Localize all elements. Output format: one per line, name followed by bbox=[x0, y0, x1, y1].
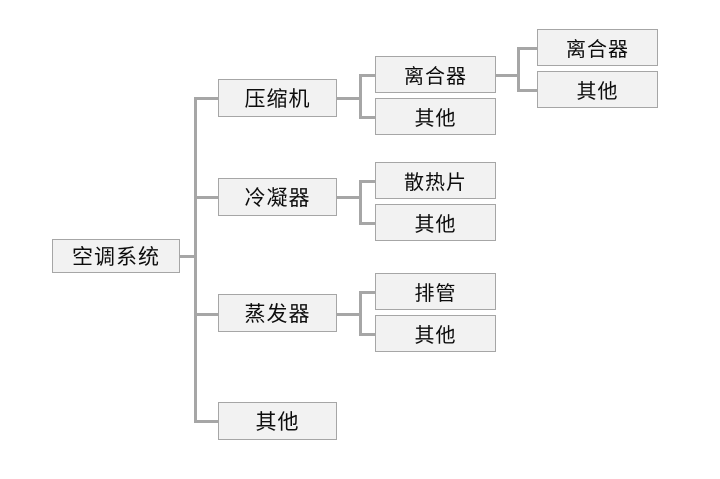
node-evaporator[interactable]: 蒸发器 bbox=[218, 294, 337, 332]
connector-compressor-to-clutch bbox=[359, 74, 376, 77]
node-sub-clutch[interactable]: 离合器 bbox=[537, 29, 658, 66]
connector-condenser-splitter bbox=[359, 180, 362, 224]
connector-compressor-to-other bbox=[359, 116, 376, 119]
connector-trunk-to-other bbox=[194, 420, 219, 423]
node-heat-sink-fin[interactable]: 散热片 bbox=[375, 162, 496, 199]
node-other-level2[interactable]: 其他 bbox=[218, 402, 337, 440]
node-root-air-conditioning-system[interactable]: 空调系统 bbox=[52, 239, 180, 273]
connector-trunk-to-condenser bbox=[194, 196, 219, 199]
node-compressor-other[interactable]: 其他 bbox=[375, 98, 496, 135]
connector-evaporator-splitter bbox=[359, 291, 362, 335]
connector-compressor-splitter bbox=[359, 74, 362, 118]
connector-clutch-stub bbox=[496, 74, 520, 77]
connector-condenser-to-fin bbox=[359, 180, 376, 183]
node-sub-clutch-other[interactable]: 其他 bbox=[537, 71, 658, 108]
connector-clutch-to-subclutch bbox=[517, 47, 537, 50]
connector-compressor-stub bbox=[336, 97, 361, 100]
connector-trunk-to-evaporator bbox=[194, 313, 219, 316]
connector-clutch-to-subother bbox=[517, 89, 537, 92]
connector-clutch-splitter bbox=[517, 47, 520, 91]
connector-condenser-to-other bbox=[359, 222, 376, 225]
connector-root-trunk bbox=[194, 97, 197, 422]
connector-root-stub bbox=[180, 255, 197, 258]
connector-evaporator-to-other bbox=[359, 333, 376, 336]
node-evaporator-other[interactable]: 其他 bbox=[375, 315, 496, 352]
node-condenser[interactable]: 冷凝器 bbox=[218, 178, 337, 216]
node-compressor[interactable]: 压缩机 bbox=[218, 79, 337, 117]
node-condenser-other[interactable]: 其他 bbox=[375, 204, 496, 241]
node-clutch[interactable]: 离合器 bbox=[375, 56, 496, 93]
connector-evaporator-to-tube bbox=[359, 291, 376, 294]
connector-condenser-stub bbox=[336, 196, 361, 199]
connector-trunk-to-compressor bbox=[194, 97, 219, 100]
node-tube-array[interactable]: 排管 bbox=[375, 273, 496, 310]
connector-evaporator-stub bbox=[336, 313, 361, 316]
